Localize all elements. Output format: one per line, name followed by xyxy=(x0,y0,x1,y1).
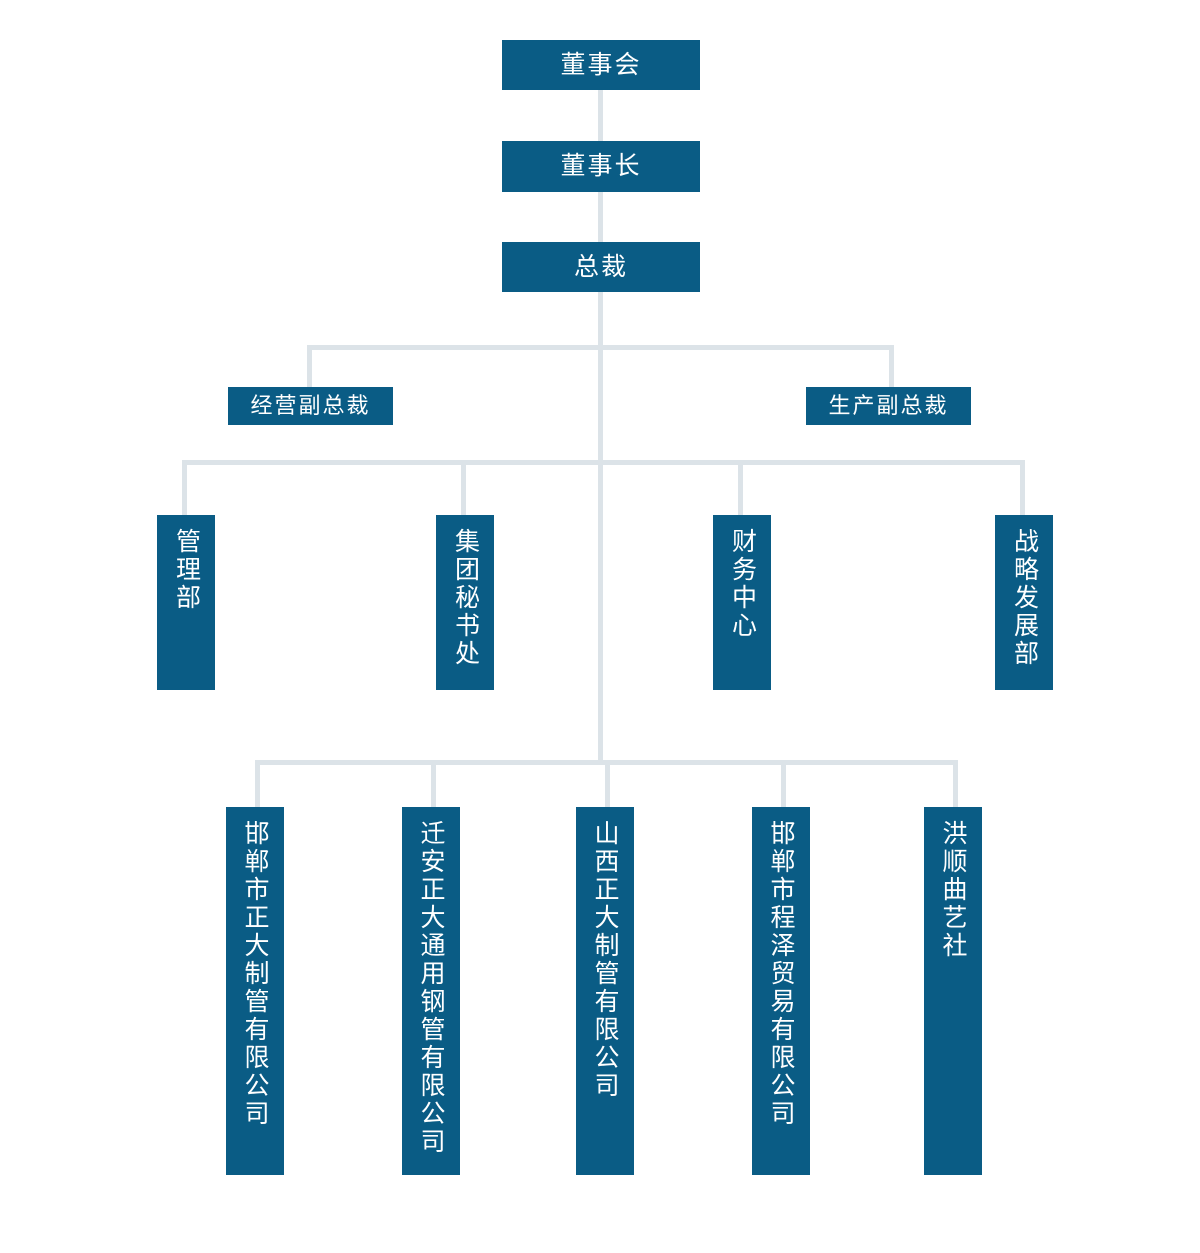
node-dept-management-label: 管理部 xyxy=(172,528,201,612)
node-sub-qianan-zhengda-label: 迁安正大通用钢管有限公司 xyxy=(417,820,445,1156)
node-dept-management[interactable]: 管理部 xyxy=(157,515,215,690)
connector-drop-dept-management xyxy=(182,460,187,515)
node-vp-operations[interactable]: 经营副总裁 xyxy=(228,387,393,425)
node-chairman[interactable]: 董事长 xyxy=(502,141,700,192)
node-dept-finance[interactable]: 财务中心 xyxy=(713,515,771,690)
connector-drop-dept-secretariat xyxy=(461,460,466,515)
connector-board-to-chairman xyxy=(598,90,603,141)
connector-president-trunk xyxy=(598,292,603,765)
node-sub-handan-chengze[interactable]: 邯郸市程泽贸易有限公司 xyxy=(752,807,810,1175)
node-vp-operations-label: 经营副总裁 xyxy=(250,393,371,418)
node-board-label: 董事会 xyxy=(560,50,642,79)
connector-drop-sub-5 xyxy=(953,760,958,807)
connector-drop-vp-production xyxy=(889,345,894,387)
connector-drop-sub-3 xyxy=(605,760,610,807)
node-sub-hongshun[interactable]: 洪顺曲艺社 xyxy=(924,807,982,1175)
node-sub-shanxi-zhengda[interactable]: 山西正大制管有限公司 xyxy=(576,807,634,1175)
connector-chairman-to-president xyxy=(598,192,603,242)
node-dept-strategy[interactable]: 战略发展部 xyxy=(995,515,1053,690)
connector-drop-sub-2 xyxy=(431,760,436,807)
node-dept-finance-label: 财务中心 xyxy=(728,528,757,640)
connector-drop-sub-1 xyxy=(255,760,260,807)
node-vp-production-label: 生产副总裁 xyxy=(828,393,949,418)
connector-drop-dept-strategy xyxy=(1020,460,1025,515)
connector-vp-bar xyxy=(307,345,894,350)
node-chairman-label: 董事长 xyxy=(560,152,642,180)
connector-drop-vp-operations xyxy=(307,345,312,387)
node-sub-handan-zhengda[interactable]: 邯郸市正大制管有限公司 xyxy=(226,807,284,1175)
node-president-label: 总裁 xyxy=(573,252,628,281)
node-sub-qianan-zhengda[interactable]: 迁安正大通用钢管有限公司 xyxy=(402,807,460,1175)
node-sub-shanxi-zhengda-label: 山西正大制管有限公司 xyxy=(591,820,619,1100)
node-dept-secretariat[interactable]: 集团秘书处 xyxy=(436,515,494,690)
connector-department-bar xyxy=(182,460,1025,465)
node-dept-strategy-label: 战略发展部 xyxy=(1010,528,1039,668)
node-board[interactable]: 董事会 xyxy=(502,40,700,90)
node-president[interactable]: 总裁 xyxy=(502,242,700,292)
connector-drop-sub-4 xyxy=(781,760,786,807)
node-sub-handan-chengze-label: 邯郸市程泽贸易有限公司 xyxy=(767,820,795,1128)
node-vp-production[interactable]: 生产副总裁 xyxy=(806,387,971,425)
node-sub-hongshun-label: 洪顺曲艺社 xyxy=(939,820,967,960)
connector-drop-dept-finance xyxy=(738,460,743,515)
node-dept-secretariat-label: 集团秘书处 xyxy=(451,528,480,668)
node-sub-handan-zhengda-label: 邯郸市正大制管有限公司 xyxy=(241,820,269,1128)
